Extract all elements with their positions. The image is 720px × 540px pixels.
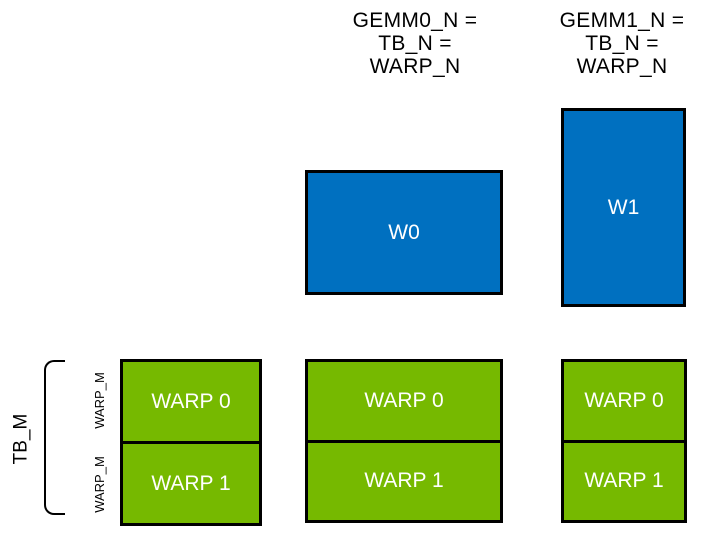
warp-tile-w1-label: W1 [607, 195, 640, 219]
warp-m-label: WARP_M [91, 372, 107, 429]
warp-tile-w1: W1 [561, 108, 686, 307]
gemm1-dimension-label: GEMM1_N = TB_N = WARP_N [559, 9, 685, 78]
warp-row: WARP 1 [564, 439, 684, 520]
warp-row: WARP 0 [308, 362, 500, 440]
warp-row-label: WARP 1 [364, 469, 444, 493]
warp-row-label: WARP 0 [364, 388, 444, 412]
warp-row-label: WARP 0 [584, 388, 664, 412]
tb-m-label-wrap: TB_M [0, 360, 42, 518]
warp-m-label: WARP_M [91, 455, 107, 513]
threadblock-tile-left: WARP 0 WARP 1 [120, 359, 262, 526]
threadblock-tile-middle: WARP 0 WARP 1 [305, 359, 503, 523]
warp-row: WARP 0 [123, 362, 259, 441]
warp-m-label-wrap: WARP_M [83, 442, 115, 526]
warp-tile-w0-label: W0 [388, 220, 420, 244]
warp-row: WARP 1 [308, 439, 500, 520]
warp-row-label: WARP 0 [151, 389, 231, 413]
tb-m-label: TB_M [10, 413, 31, 465]
warp-row: WARP 1 [123, 441, 259, 523]
threadblock-tile-right: WARP 0 WARP 1 [561, 359, 687, 523]
warp-row-label: WARP 1 [151, 471, 231, 495]
gemm0-dimension-label: GEMM0_N = TB_N = WARP_N [352, 9, 478, 78]
warp-row: WARP 0 [564, 362, 684, 440]
tb-m-bracket [44, 360, 65, 515]
warp-tile-w0: W0 [305, 170, 503, 295]
warp-row-label: WARP 1 [584, 469, 664, 493]
warp-m-label-wrap: WARP_M [83, 359, 115, 442]
